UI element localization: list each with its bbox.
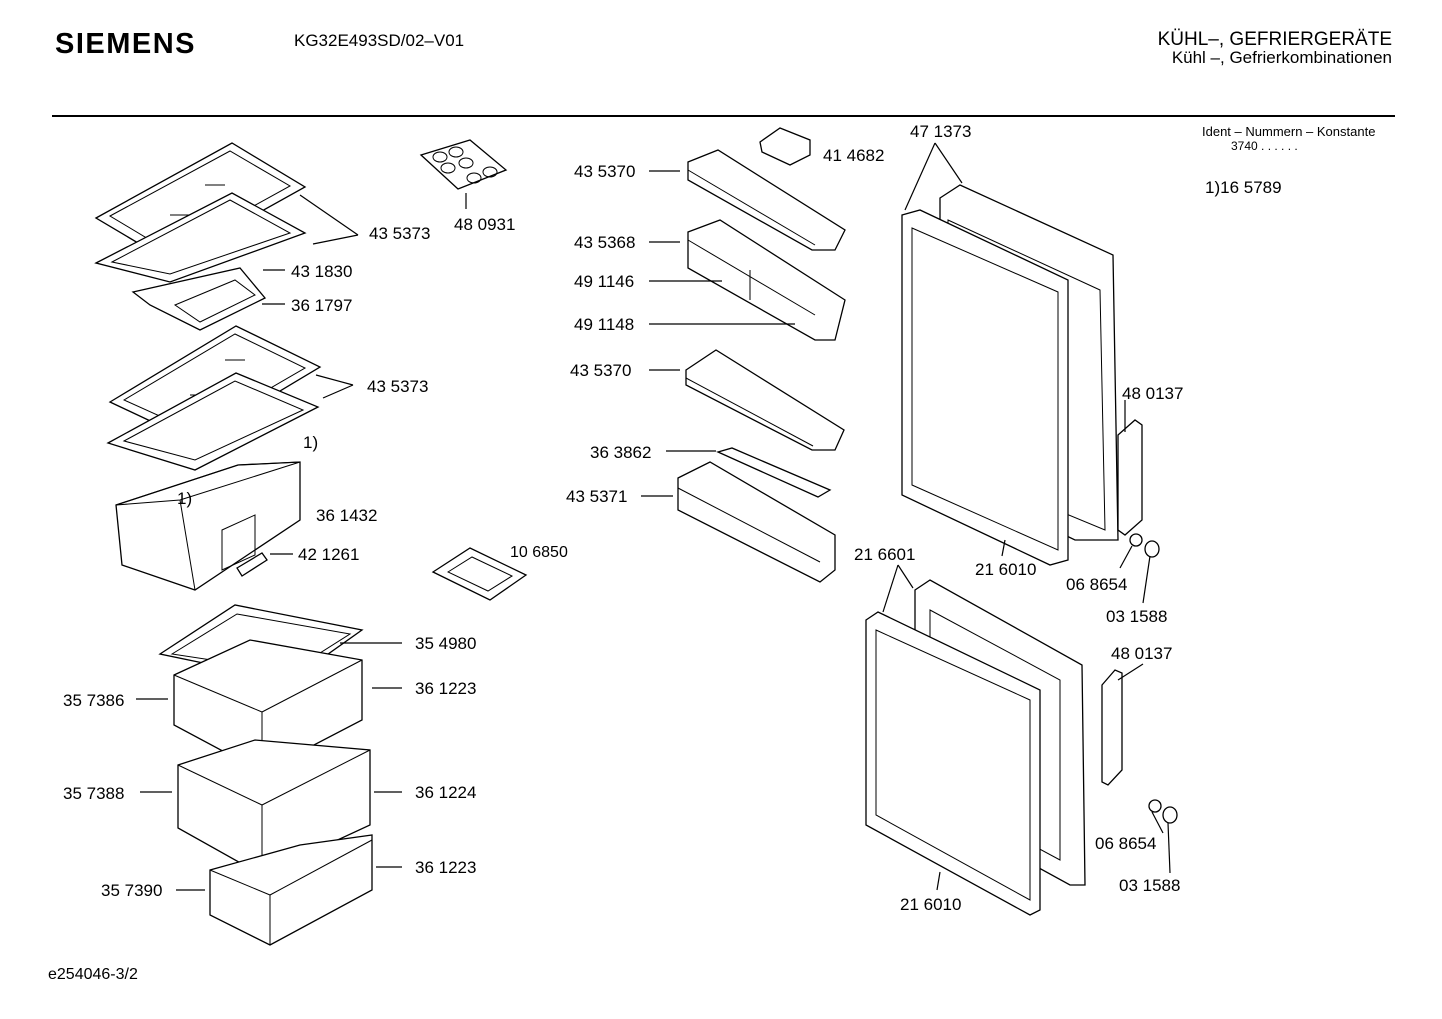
label-435373-upper: 43 5373 [369,224,431,243]
label-footnote-1b: 1) [177,489,193,508]
butter-dish [759,127,811,166]
door-handle-upper [1117,419,1143,536]
label-435370-lower: 43 5370 [570,361,632,380]
label-354980: 35 4980 [415,634,477,653]
brand-logo: SIEMENS [55,28,197,60]
label-435370-upper: 43 5370 [574,162,636,181]
door-bin-1 [687,149,846,251]
label-471373: 47 1373 [910,122,972,141]
label-431830: 43 1830 [291,262,353,281]
shelf-holder [131,267,267,331]
label-480931: 48 0931 [454,215,516,234]
label-361797: 36 1797 [291,296,353,315]
label-footnote-1a: 1) [303,433,319,452]
egg-tray [419,139,508,190]
cap-upper [1144,540,1160,558]
label-068654-lower: 06 8654 [1095,834,1157,853]
label-361223-upper: 36 1223 [415,679,477,698]
footnote-part: 1)16 5789 [1205,178,1282,197]
label-068654-upper: 06 8654 [1066,575,1128,594]
label-435368: 43 5368 [574,233,636,252]
label-216601: 21 6601 [854,545,916,564]
label-031588-lower: 03 1588 [1119,876,1181,895]
category-title: KÜHL–, GEFRIERGERÄTE [1157,29,1392,50]
bottle-retainer [716,447,832,498]
handle-rod [236,552,268,577]
label-363862: 36 3862 [590,443,652,462]
door-bin-3 [685,349,845,451]
freezer-drawer-3 [209,834,373,946]
door-bin-2 [687,219,846,341]
ident-title: Ident – Nummern – Konstante [1202,124,1376,139]
screw-upper [1129,533,1143,547]
label-361432: 36 1432 [316,506,378,525]
label-491148: 49 1148 [574,315,635,334]
freezer-drawer-1 [173,639,363,773]
glass-shelf-2 [94,192,307,283]
freezer-drawer-2 [177,739,371,876]
label-106850: 10 6850 [510,544,568,561]
label-357390: 35 7390 [101,881,163,900]
label-361223-lower: 36 1223 [415,858,477,877]
label-357388: 35 7388 [63,784,125,803]
label-031588-upper: 03 1588 [1106,607,1168,626]
category-subtitle: Kühl –, Gefrierkombinationen [1171,48,1392,67]
freezer-door-gasket [865,611,1041,916]
document-id: e254046-3/2 [48,966,138,983]
bottle-bin [677,461,836,583]
glass-shelf-4 [106,372,320,471]
label-435373-lower: 43 5373 [367,377,429,396]
label-491146: 49 1146 [574,272,635,291]
label-414682: 41 4682 [823,146,885,165]
cap-lower [1162,806,1178,824]
crisper-box [115,461,301,591]
label-357386: 35 7386 [63,691,125,710]
label-421261: 42 1261 [298,545,360,564]
fridge-door-gasket [901,209,1069,566]
ident-value: 3740 . . . . . . [1231,139,1298,153]
label-480137-lower: 48 0137 [1111,644,1173,663]
header-divider [52,115,1395,117]
label-480137-upper: 48 0137 [1122,384,1184,403]
label-216010-upper: 21 6010 [975,560,1037,579]
model-number: KG32E493SD/02–V01 [294,31,465,50]
label-216010-lower: 21 6010 [900,895,962,914]
screw-lower [1148,799,1162,813]
door-handle-lower [1101,669,1123,786]
leader-lines [136,142,1171,891]
label-435371: 43 5371 [566,487,628,506]
label-361224: 36 1224 [415,783,477,802]
ice-cube-tray [431,547,528,601]
